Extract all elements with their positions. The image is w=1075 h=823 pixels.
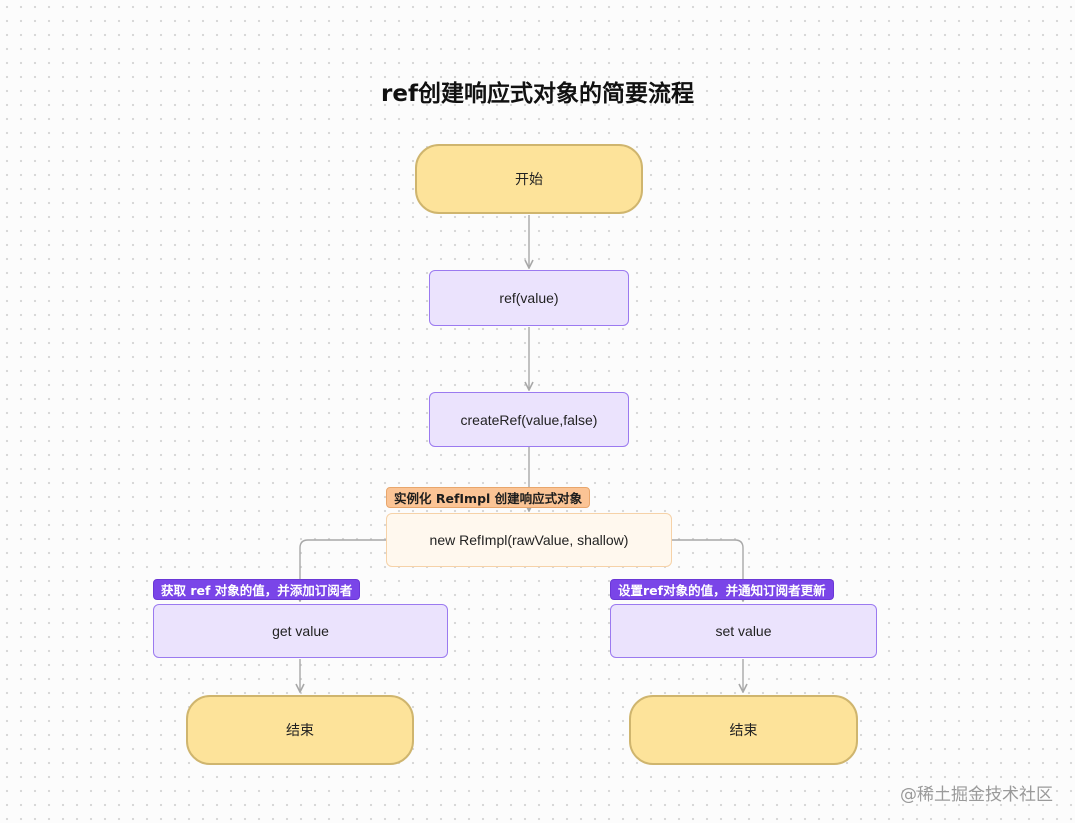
start-label: 开始 <box>515 171 543 187</box>
set-desc-tag: 设置ref对象的值，并通知订阅者更新 <box>610 579 834 600</box>
ref-value-label: ref(value) <box>499 290 559 306</box>
end-left-label: 结束 <box>286 722 314 738</box>
create-ref-label: createRef(value,false) <box>460 411 598 428</box>
end-right-label: 结束 <box>729 722 758 738</box>
start-node: 开始 <box>415 144 643 214</box>
instantiate-tag-label: 实例化 RefImpl 创建响应式对象 <box>394 491 583 506</box>
arrow-refimpl-to-set <box>672 539 743 601</box>
get-value-node: get value <box>153 604 448 658</box>
end-node-left: 结束 <box>186 695 414 765</box>
diagram-title: ref创建响应式对象的简要流程 <box>381 81 694 107</box>
set-value-label: set value <box>715 623 772 639</box>
new-refimpl-label: new RefImpl(rawValue, shallow) <box>429 532 629 548</box>
instantiate-tag: 实例化 RefImpl 创建响应式对象 <box>386 487 591 508</box>
arrow-refimpl-to-get <box>300 539 386 601</box>
watermark: @稀土掘金技术社区 <box>900 785 1053 805</box>
new-refimpl-node: new RefImpl(rawValue, shallow) <box>386 513 672 567</box>
ref-value-node: ref(value) <box>429 270 629 326</box>
get-desc-tag-label: 获取 ref 对象的值，并添加订阅者 <box>161 583 353 598</box>
end-node-right: 结束 <box>629 695 858 765</box>
get-desc-tag: 获取 ref 对象的值，并添加订阅者 <box>153 579 361 600</box>
set-value-node: set value <box>610 604 877 658</box>
set-desc-tag-label: 设置ref对象的值，并通知订阅者更新 <box>618 583 826 598</box>
create-ref-node: createRef(value,false) <box>429 392 629 447</box>
get-value-label: get value <box>272 623 329 639</box>
